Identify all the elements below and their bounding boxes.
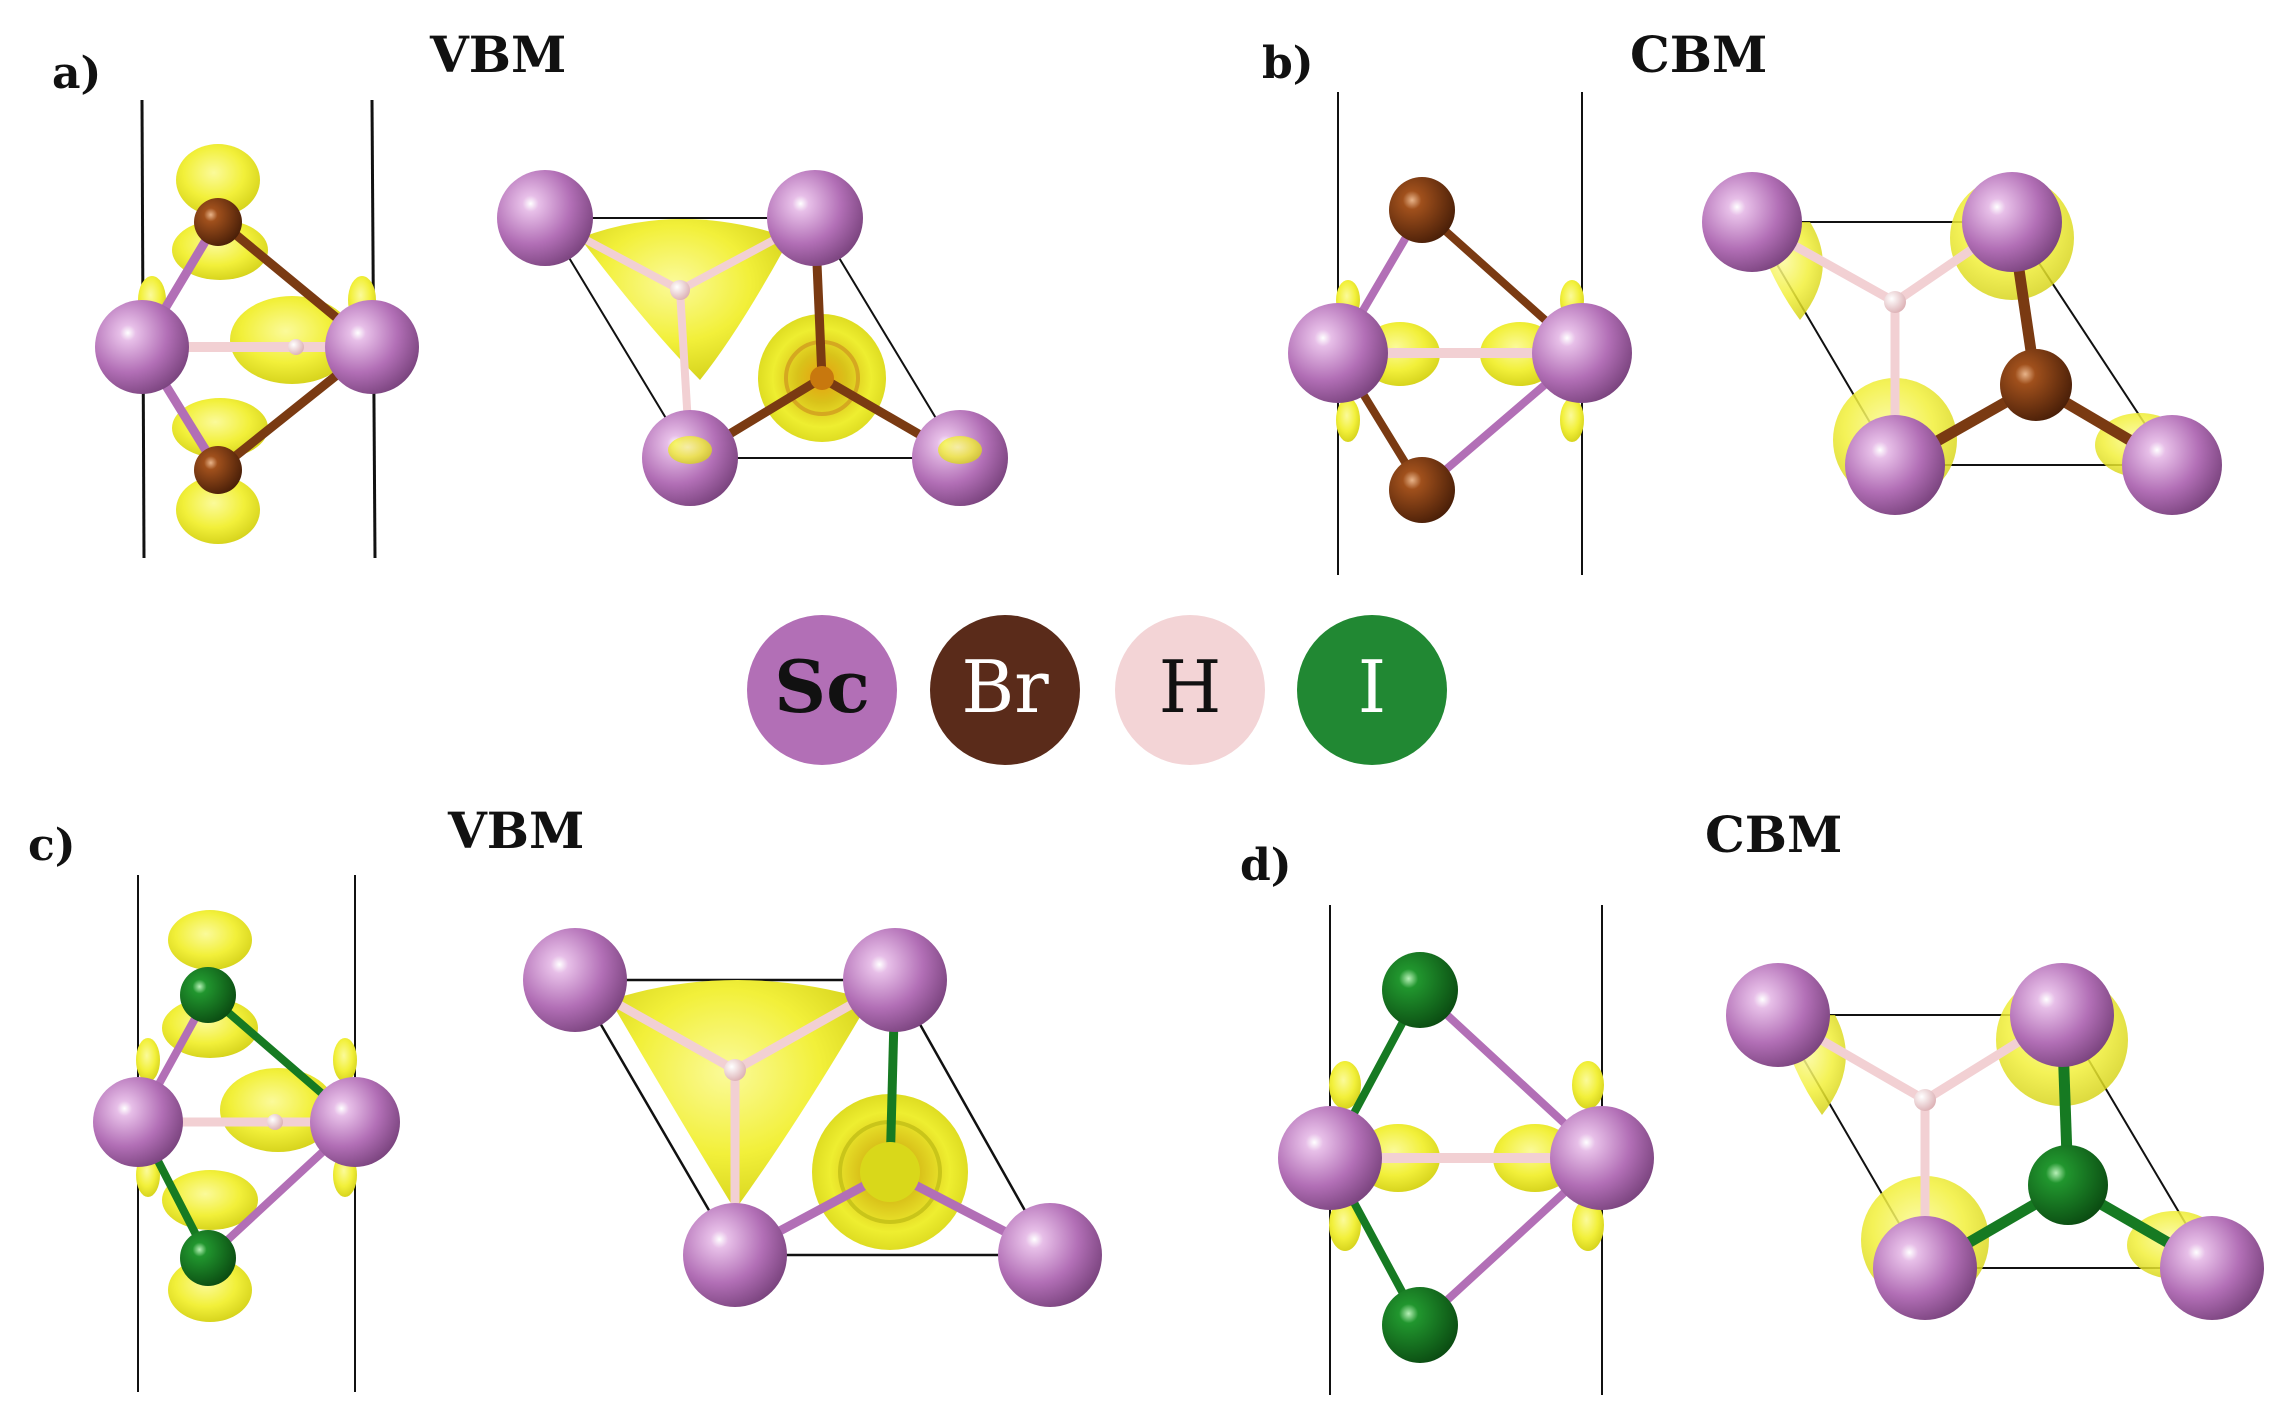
top-view-d xyxy=(1726,963,2264,1320)
isosurface-lobe xyxy=(333,1038,357,1082)
legend-label-br: Br xyxy=(961,645,1049,729)
sc-atom xyxy=(2122,415,2222,515)
isosurface-lobe xyxy=(230,296,354,384)
sc-atom xyxy=(1962,172,2062,272)
isosurface-lobe xyxy=(1572,1061,1604,1109)
isosurface-lobe xyxy=(1560,398,1584,442)
isosurface-lobe xyxy=(136,1038,160,1082)
legend-swatch-br xyxy=(930,615,1080,765)
isosurface-lobe xyxy=(176,144,260,216)
sc-atom xyxy=(1532,303,1632,403)
sc-atom xyxy=(497,170,593,266)
sc-atom xyxy=(1845,415,1945,515)
side-view-d xyxy=(1278,905,1654,1395)
side-view-c xyxy=(93,875,400,1392)
panel-b: b) CBM xyxy=(1262,25,2222,575)
br-atom xyxy=(194,446,242,494)
side-view-b xyxy=(1288,92,1632,575)
isosurface-lobe xyxy=(1572,1199,1604,1251)
h-atom xyxy=(1884,291,1906,313)
sc-atom xyxy=(523,928,627,1032)
isosurface-lobe xyxy=(176,476,260,544)
sc-atom xyxy=(767,170,863,266)
i-atom xyxy=(1382,1287,1458,1363)
top-view-c xyxy=(523,928,1102,1307)
state-title-b: CBM xyxy=(1630,25,1767,84)
isosurface-lobe xyxy=(1329,1199,1361,1251)
sc-atom xyxy=(310,1077,400,1167)
legend-label-i: I xyxy=(1358,645,1386,729)
i-atom xyxy=(2028,1145,2108,1225)
sc-atom xyxy=(2160,1216,2264,1320)
sc-atom xyxy=(1726,963,1830,1067)
sc-atom xyxy=(998,1203,1102,1307)
panel-a: a) VBM xyxy=(52,25,1008,559)
legend-label-sc: Sc xyxy=(774,644,870,729)
panel-label-b: b) xyxy=(1262,38,1314,89)
isosurface-lobe xyxy=(168,910,252,970)
sc-atom xyxy=(2010,963,2114,1067)
h-atom xyxy=(670,280,690,300)
legend-swatch-h xyxy=(1115,615,1265,765)
h-atom xyxy=(288,339,304,355)
legend-swatch-sc xyxy=(747,615,897,765)
legend-item-h: H xyxy=(1115,615,1265,765)
state-title-d: CBM xyxy=(1705,805,1842,864)
isosurface-lobe xyxy=(220,1068,336,1152)
panel-c: c) VBM xyxy=(28,801,1102,1392)
legend-item-br: Br xyxy=(930,615,1080,765)
state-title-c: VBM xyxy=(447,801,584,860)
sc-atom xyxy=(325,300,419,394)
top-view-a xyxy=(497,170,1008,506)
side-view-a xyxy=(95,99,419,559)
br-atom xyxy=(1389,177,1455,243)
isosurface-lobe xyxy=(1336,398,1360,442)
isosurface-lobe xyxy=(1329,1061,1361,1109)
sc-atom xyxy=(95,300,189,394)
state-title-a: VBM xyxy=(429,25,566,84)
top-view-b xyxy=(1702,172,2222,515)
h-atom xyxy=(267,1114,283,1130)
i-atom xyxy=(860,1142,920,1202)
sc-atom xyxy=(1702,172,1802,272)
panel-label-c: c) xyxy=(28,820,76,871)
panel-label-a: a) xyxy=(52,48,101,99)
sc-atom xyxy=(1278,1106,1382,1210)
panel-d: d) CBM xyxy=(1240,805,2264,1395)
br-atom xyxy=(194,198,242,246)
sc-atom xyxy=(1873,1216,1977,1320)
legend-label-h: H xyxy=(1159,645,1222,729)
i-atom xyxy=(180,1230,236,1286)
sc-atom xyxy=(843,928,947,1032)
h-atom xyxy=(1914,1089,1936,1111)
br-atom xyxy=(2000,349,2072,421)
sc-atom xyxy=(683,1203,787,1307)
sc-atom xyxy=(1550,1106,1654,1210)
br-atom xyxy=(810,366,834,390)
br-atom xyxy=(1389,457,1455,523)
panel-label-d: d) xyxy=(1240,840,1292,891)
element-legend: Sc Br H I xyxy=(747,615,1447,765)
legend-item-sc: Sc xyxy=(747,615,897,765)
h-atom xyxy=(724,1059,746,1081)
isosurface-lobe xyxy=(938,436,982,464)
legend-swatch-i xyxy=(1297,615,1447,765)
sc-atom xyxy=(1288,303,1388,403)
isosurface-lobe xyxy=(668,436,712,464)
sc-atom xyxy=(93,1077,183,1167)
isosurface-lobe xyxy=(172,398,268,458)
legend-item-i: I xyxy=(1297,615,1447,765)
i-atom xyxy=(180,967,236,1023)
i-atom xyxy=(1382,952,1458,1028)
